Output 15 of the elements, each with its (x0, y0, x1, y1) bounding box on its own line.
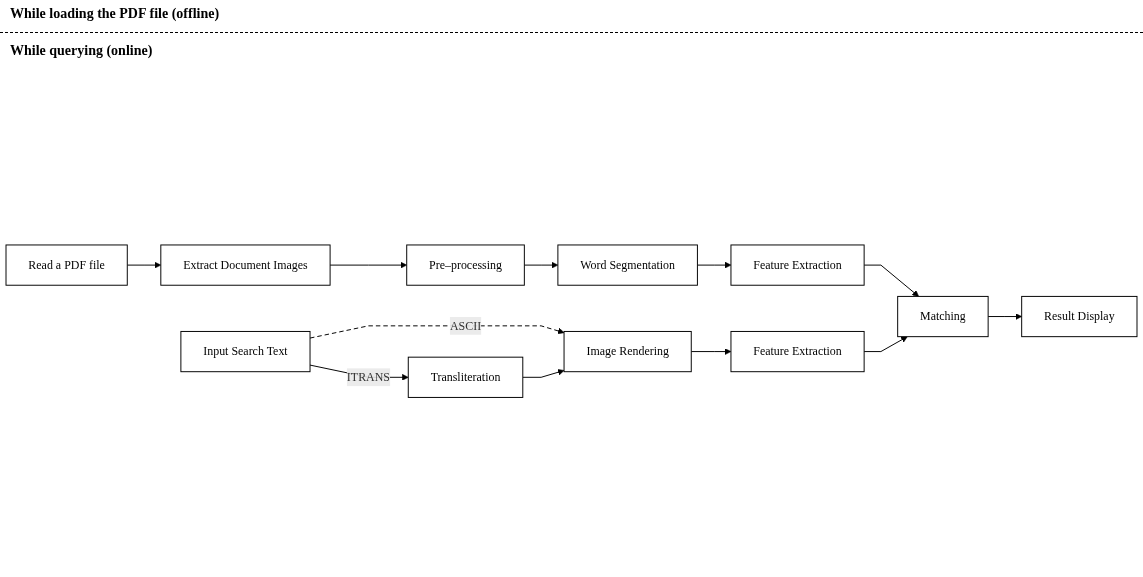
node-box: Feature Extraction (730, 244, 865, 286)
node-box: Image Rendering (563, 330, 692, 372)
node-box: Extract Document Images (160, 244, 331, 286)
node-box: Result Display (1021, 295, 1138, 337)
node-box: Pre–processing (406, 244, 525, 286)
section-label: While querying (online) (10, 43, 154, 59)
node-box: Read a PDF file (5, 244, 128, 286)
edge-label: ITRANS (346, 370, 390, 384)
node-box: Word Segmentation (557, 244, 698, 286)
node-box: Feature Extraction (730, 330, 865, 372)
node-box: Input Search Text (180, 330, 311, 372)
node-box: Transliteration (407, 356, 524, 398)
node-box: Matching (897, 295, 989, 337)
edge-label: ASCII (449, 318, 482, 332)
section-label: While loading the PDF file (offline) (10, 6, 221, 22)
